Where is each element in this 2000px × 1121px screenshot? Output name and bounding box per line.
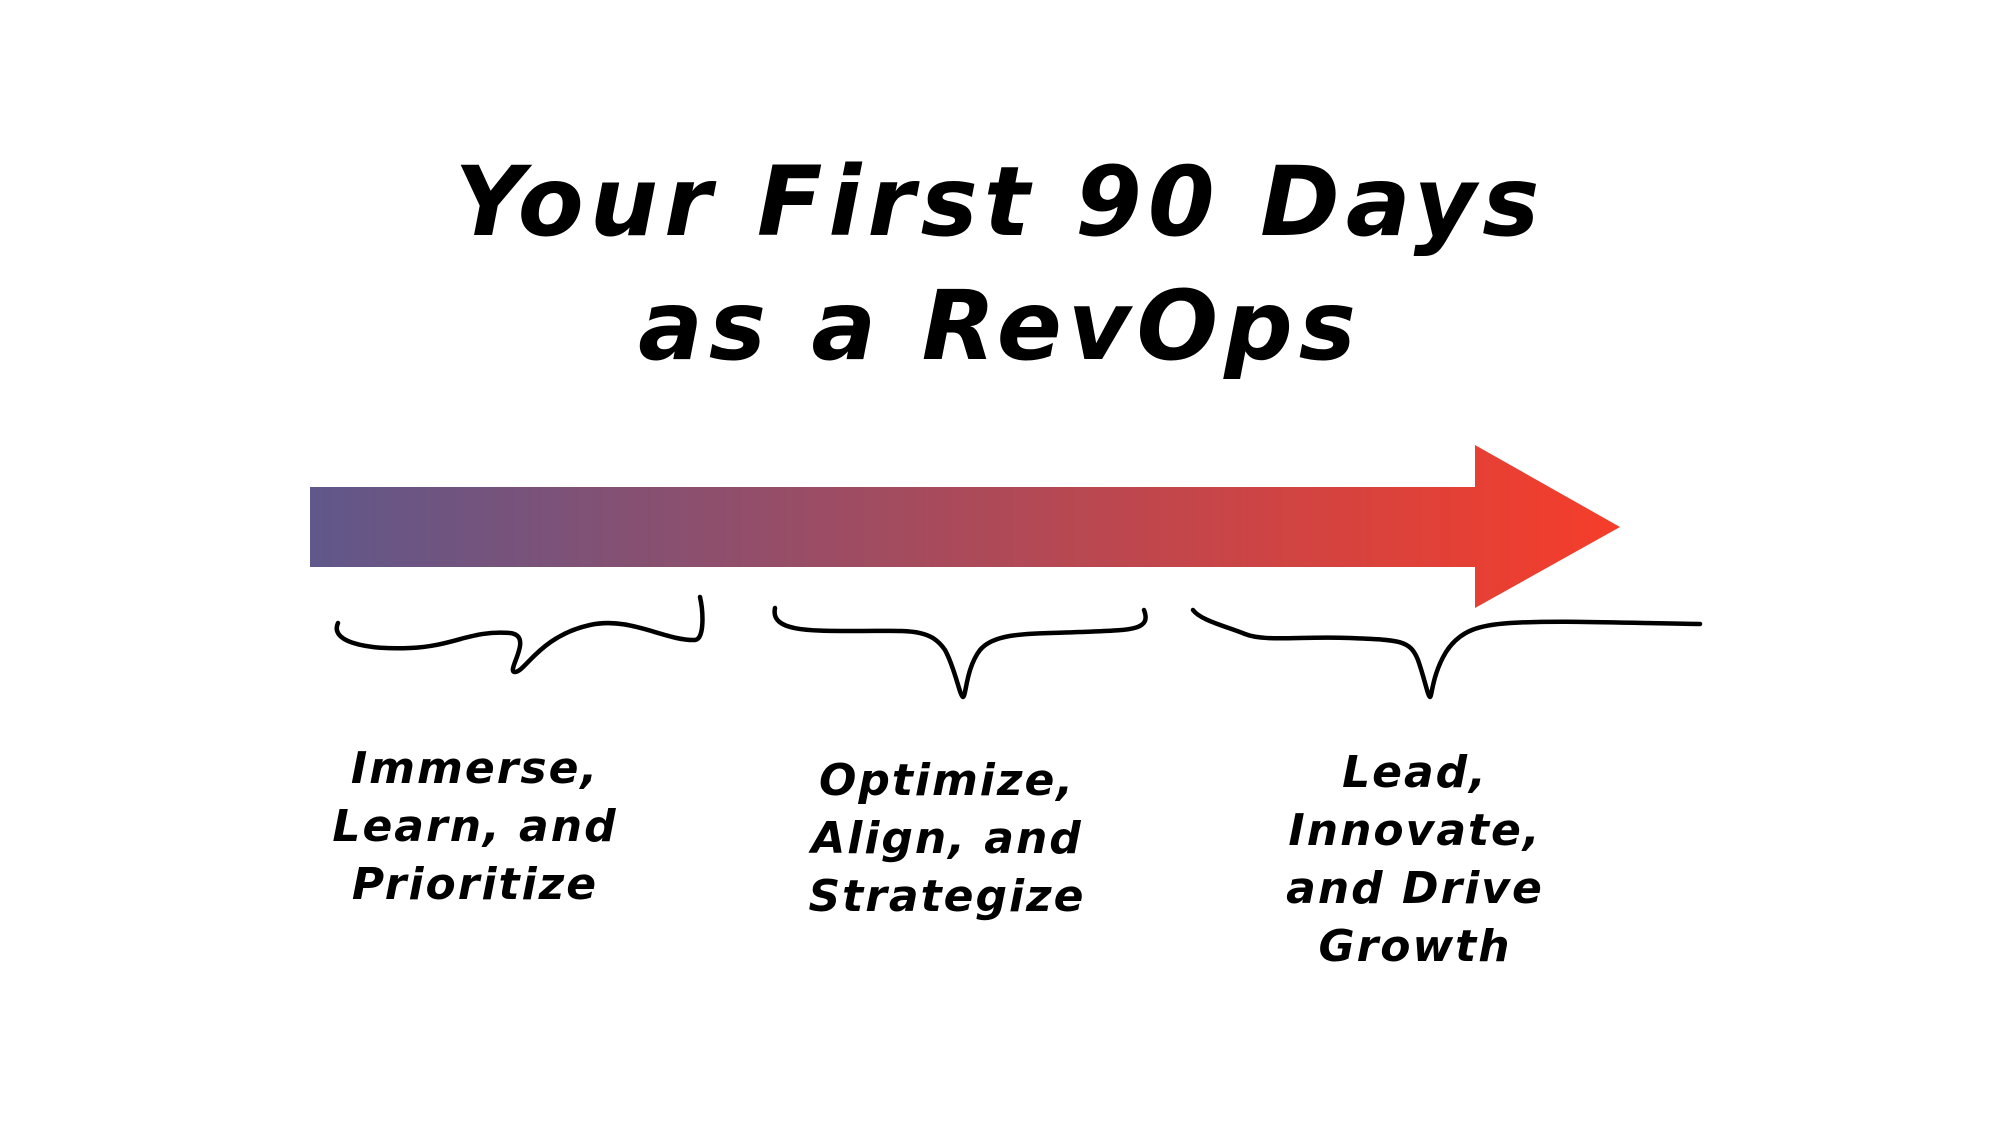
phase-1-line-1: Immerse, <box>350 743 600 794</box>
phase-3-label: Lead, Innovate, and Drive Growth <box>1225 744 1605 976</box>
title-line-2: as a RevOps <box>638 270 1362 382</box>
phase-2-line-2: Align, and <box>811 813 1083 864</box>
phase-2-line-1: Optimize, <box>818 755 1076 806</box>
diagram-title: Your First 90 Days as a RevOps <box>0 140 2000 388</box>
phase-3-line-2: Innovate, <box>1288 805 1542 856</box>
phase-1-brace <box>334 594 705 675</box>
title-line-1: Your First 90 Days <box>454 146 1546 258</box>
phase-1-label: Immerse, Learn, and Prioritize <box>285 740 665 914</box>
phase-3-line-4: Growth <box>1318 921 1512 972</box>
phase-3-line-3: and Drive <box>1286 863 1544 914</box>
phase-2-brace <box>772 605 1148 700</box>
phase-1-line-3: Prioritize <box>351 859 599 910</box>
phase-3-line-1: Lead, <box>1342 747 1488 798</box>
phase-2-label: Optimize, Align, and Strategize <box>757 752 1137 926</box>
phase-1-line-2: Learn, and <box>332 801 618 852</box>
phase-3-brace <box>1190 607 1703 700</box>
phase-2-line-3: Strategize <box>808 871 1086 922</box>
timeline-arrow <box>310 445 1620 608</box>
